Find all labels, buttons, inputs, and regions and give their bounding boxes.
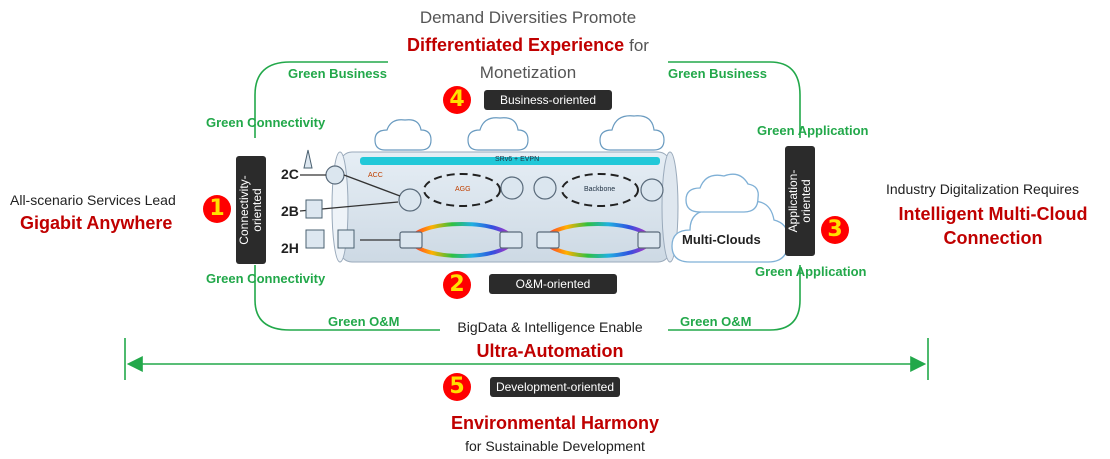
enterprise-icon bbox=[305, 199, 323, 219]
application-tag-line2: oriented bbox=[799, 179, 813, 223]
multi-clouds-label: Multi-Clouds bbox=[682, 232, 761, 247]
intelligent-multi-cloud: Intelligent Multi-Cloud bbox=[898, 204, 1088, 224]
frame-bottom-left bbox=[254, 265, 440, 331]
green-application-bottom: Green Application bbox=[755, 264, 867, 279]
top-line1: Demand Diversities Promote bbox=[419, 8, 637, 27]
green-business-right: Green Business bbox=[668, 66, 767, 81]
badge-5: 5 bbox=[443, 373, 471, 401]
green-om-right: Green O&M bbox=[680, 314, 752, 329]
cloud-icon bbox=[467, 117, 529, 151]
segment-2b: 2B bbox=[281, 203, 299, 219]
frame-bottom-right bbox=[668, 265, 801, 331]
network-tube bbox=[299, 151, 679, 263]
badge-1: 1 bbox=[203, 195, 231, 223]
cloud-icon bbox=[374, 119, 432, 151]
acc-label: ACC bbox=[368, 172, 383, 179]
backbone-ring bbox=[561, 173, 639, 207]
differentiated-experience: Differentiated Experience bbox=[407, 35, 625, 55]
green-frame bbox=[254, 61, 801, 331]
om-oriented-tag: O&M-oriented bbox=[489, 274, 617, 294]
badge-3: 3 bbox=[821, 216, 849, 244]
connectivity-oriented-tag: Connectivity-oriented bbox=[236, 156, 266, 264]
top-line3: Monetization bbox=[479, 63, 577, 82]
green-application-top: Green Application bbox=[757, 123, 869, 138]
router-icon bbox=[398, 188, 422, 212]
agg-ring bbox=[423, 173, 501, 207]
sustainable-development: for Sustainable Development bbox=[465, 438, 645, 454]
router-icon bbox=[533, 176, 557, 200]
development-oriented-tag: Development-oriented bbox=[490, 377, 620, 397]
segment-2h: 2H bbox=[281, 240, 299, 256]
switch-icon bbox=[536, 231, 560, 249]
gigabit-anywhere: Gigabit Anywhere bbox=[20, 213, 173, 233]
connectivity-tag-line2: oriented bbox=[250, 188, 264, 232]
top-line2-rest: for bbox=[629, 36, 649, 55]
green-connectivity-bottom: Green Connectivity bbox=[206, 271, 326, 286]
antenna-icon bbox=[303, 149, 313, 169]
green-om-left: Green O&M bbox=[328, 314, 400, 329]
environmental-harmony: Environmental Harmony bbox=[450, 413, 660, 433]
connection: Connection bbox=[943, 228, 1043, 248]
agg-label: AGG bbox=[455, 186, 471, 193]
badge-4: 4 bbox=[443, 86, 471, 114]
router-icon bbox=[500, 176, 524, 200]
ont-icon bbox=[337, 229, 355, 249]
left-line1: All-scenario Services Lead bbox=[10, 192, 176, 208]
segment-icons bbox=[303, 149, 355, 249]
top-line2: Differentiated Experience for bbox=[0, 35, 1056, 56]
switch-icon bbox=[399, 231, 423, 249]
business-oriented-tag: Business-oriented bbox=[484, 90, 612, 110]
green-connectivity-top: Green Connectivity bbox=[206, 115, 326, 130]
application-oriented-tag: Application-oriented bbox=[785, 146, 815, 256]
bottom-mid-line1: BigData & Intelligence Enable bbox=[457, 319, 643, 335]
right-line1: Industry Digitalization Requires bbox=[886, 181, 1079, 197]
srv6-evpn-label: SRv6 + EVPN bbox=[495, 156, 540, 163]
switch-icon bbox=[637, 231, 661, 249]
green-business-left: Green Business bbox=[288, 66, 387, 81]
frame-top-left bbox=[254, 61, 388, 138]
segment-2c: 2C bbox=[281, 166, 299, 182]
top-clouds bbox=[374, 115, 665, 151]
router-icon bbox=[325, 165, 345, 185]
home-icon bbox=[305, 229, 325, 249]
switch-icon bbox=[499, 231, 523, 249]
multi-clouds-icon bbox=[671, 173, 789, 263]
backbone-label: Backbone bbox=[584, 186, 616, 193]
development-arrow bbox=[124, 338, 929, 380]
ultra-automation: Ultra-Automation bbox=[476, 341, 624, 361]
cloud-icon bbox=[599, 115, 665, 151]
frame-top-right bbox=[668, 61, 801, 138]
badge-2: 2 bbox=[443, 271, 471, 299]
router-icon bbox=[640, 178, 664, 202]
